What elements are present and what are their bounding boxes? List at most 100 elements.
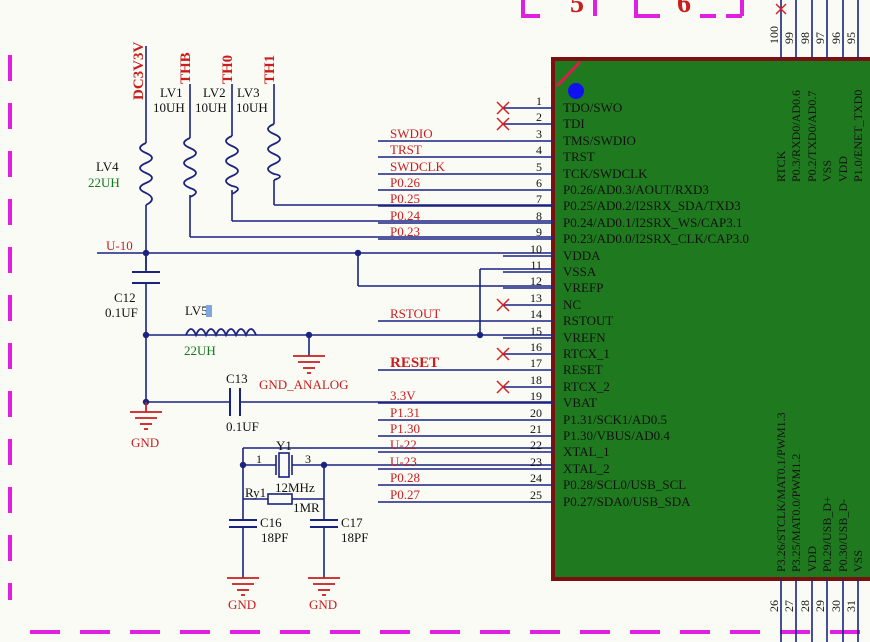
pin-number: 27 [782,600,796,612]
gnd-label-main: GND [131,435,159,450]
ry1-value: 1MR [293,500,320,515]
c17-ref: C17 [341,515,363,530]
pin-name: VSSA [563,264,597,279]
lv5-cursor-mark [206,305,212,317]
pin-name: VDDA [563,248,601,263]
chip-corner-mark [555,60,582,88]
lv4-ref: LV4 [96,159,119,174]
capacitor-c12[interactable] [132,271,160,284]
pin-number: 23 [530,455,542,469]
pin-name: P0.2/TXD0/AD0.7 [805,91,819,182]
net-label: P0.28 [390,470,420,485]
pin-name: RTCX_2 [563,379,610,394]
rail-th0: TH0 [220,55,236,84]
pin-number: 97 [813,32,827,44]
pin-name: RSTOUT [563,313,613,328]
pin-name: VBAT [563,395,597,410]
net-label: P0.26 [390,175,420,190]
net-label: U-23 [390,454,417,469]
net-label: TRST [390,142,422,157]
pin-name: RESET [563,362,603,377]
lv2-value: 10UH [195,100,227,115]
pin-number: 2 [536,110,542,124]
gnd-analog-label: GND_ANALOG [259,377,349,392]
pin-number: 98 [798,32,812,44]
pin-name: P0.26/AD0.3/AOUT/RXD3 [563,182,709,197]
pin-number: 17 [530,356,542,370]
pin-number: 25 [530,488,542,502]
capacitor-c16[interactable] [229,519,257,528]
pin-23[interactable]: 23 XTAL_2 U-23 [378,454,610,476]
pin-name: P0.24/AD0.1/I2SRX_WS/CAP3.1 [563,215,743,230]
pin-name: NC [563,297,581,312]
pin-name: P1.31/SCK1/AD0.5 [563,412,667,427]
inductor-lv4[interactable] [139,142,153,206]
pin-name: RTCK [774,150,788,182]
inductor-lv5[interactable] [185,328,257,338]
pin-name: TMS/SWDIO [563,133,636,148]
pin-number: 3 [536,127,542,141]
crystal-pin3: 3 [305,452,311,466]
net-label: SWDCLK [390,159,446,174]
pin-number: 16 [530,340,542,354]
rail-dc3v3v: DC3V3V [131,42,147,100]
c13-value: 0.1UF [226,419,259,434]
inductor-lv3[interactable] [267,123,281,181]
c12-value: 0.1UF [105,305,138,320]
pin-name: P3.26/STCLK/MAT0.1/PWM1.3 [774,412,788,572]
crystal-ref: Y1 [276,438,292,453]
resistor-ry1[interactable] [267,493,293,505]
crystal-y1[interactable] [275,452,293,478]
capacitor-c17[interactable] [310,519,338,528]
rail-th1: TH1 [262,55,278,84]
pin-name: XTAL_2 [563,461,610,476]
pin-name: P0.28/SCL0/USB_SCL [563,477,686,492]
mcu-chip-body[interactable] [551,57,870,581]
inductor-lv1[interactable] [183,137,197,198]
capacitor-c13[interactable] [229,388,241,416]
net-label: U-22 [390,437,417,452]
lv3-ref: LV3 [237,85,260,100]
pin-number: 4 [536,143,542,157]
pin-name: XTAL_1 [563,444,610,459]
inductor-lv2[interactable] [225,135,239,195]
pin-number: 99 [782,32,796,44]
crystal-freq: 12MHz [275,480,315,495]
